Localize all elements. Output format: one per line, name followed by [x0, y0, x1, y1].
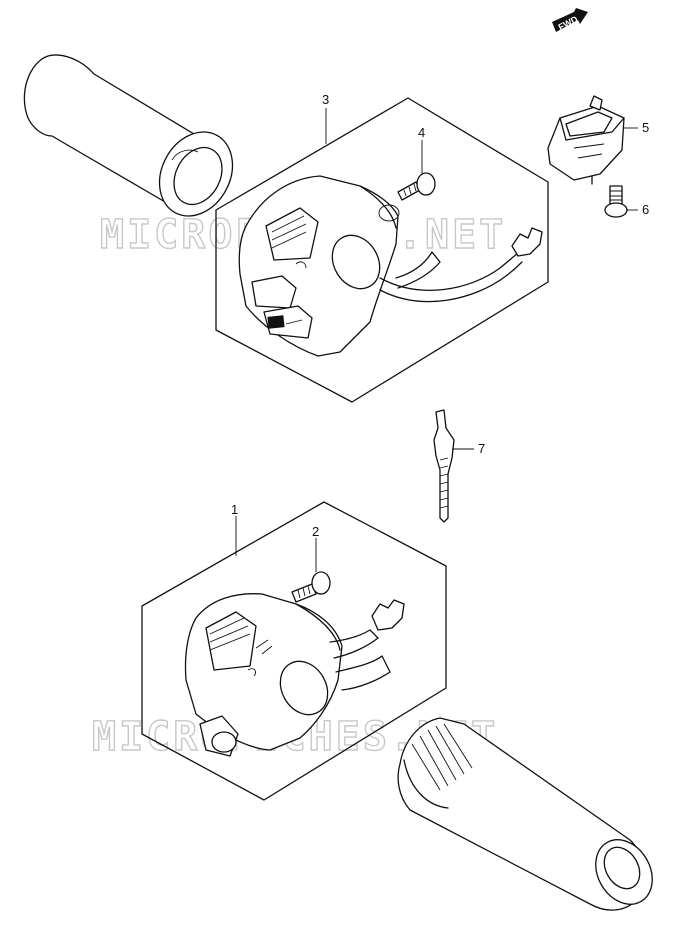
upper-switch-assembly: [215, 97, 549, 403]
switch-unit-part-5: [547, 95, 625, 185]
screw-part-2: [291, 571, 331, 603]
callout-2: 2: [312, 524, 319, 539]
callout-7: 7: [478, 441, 485, 456]
callout-5: 5: [642, 120, 649, 135]
throttle-grip: [397, 717, 653, 911]
callout-1: 1: [231, 502, 238, 517]
screw-part-4: [397, 172, 436, 201]
lower-switch-assembly: [141, 501, 447, 801]
fwd-arrow-badge: FWD: [552, 8, 588, 32]
leader-lines: [235, 108, 638, 572]
cable-tie-part-7: [433, 409, 455, 523]
screw-part-6: [604, 185, 628, 218]
callout-3: 3: [322, 92, 329, 107]
callout-4: 4: [418, 125, 425, 140]
left-hand-grip: [23, 54, 234, 217]
callout-6: 6: [642, 202, 649, 217]
